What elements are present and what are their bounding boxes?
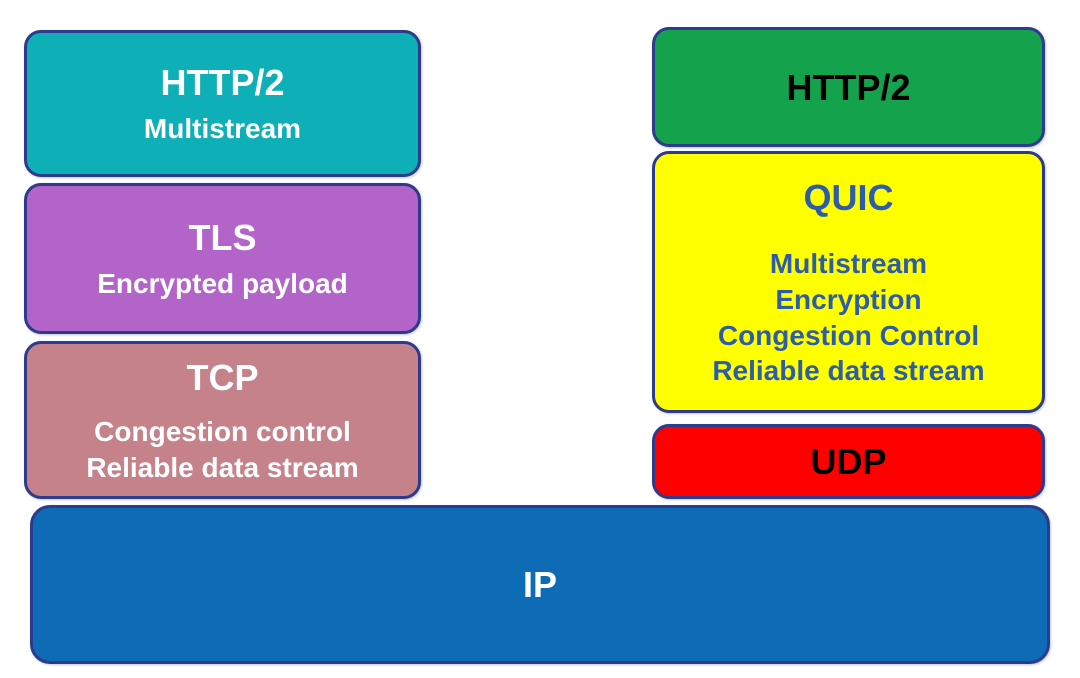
box-title: HTTP/2	[160, 62, 285, 104]
box-title: IP	[522, 564, 557, 605]
box-tcp: TCP Congestion control Reliable data str…	[24, 341, 421, 499]
box-feature-line: Reliable data stream	[86, 451, 359, 483]
box-feature-line: Congestion control	[94, 415, 351, 447]
box-ip: IP	[30, 505, 1050, 664]
box-feature-line: Congestion Control	[717, 319, 980, 351]
box-feature-line: Multistream	[769, 247, 928, 279]
box-quic: QUIC Multistream Encryption Congestion C…	[652, 151, 1045, 413]
box-http2-tcp-stack: HTTP/2 Multistream	[24, 30, 421, 177]
box-feature-line: Reliable data stream	[712, 355, 985, 387]
box-title: QUIC	[803, 176, 894, 218]
box-http2-quic-stack: HTTP/2	[652, 27, 1045, 147]
box-title: HTTP/2	[786, 66, 911, 108]
box-udp: UDP	[652, 424, 1045, 499]
box-title: UDP	[810, 441, 887, 482]
box-title: TLS	[188, 217, 257, 259]
box-tls: TLS Encrypted payload	[24, 183, 421, 334]
box-feature-line: Multistream	[143, 113, 302, 145]
box-title: TCP	[186, 356, 259, 398]
box-feature-line: Encrypted payload	[97, 268, 348, 300]
box-feature-line: Encryption	[775, 283, 922, 315]
